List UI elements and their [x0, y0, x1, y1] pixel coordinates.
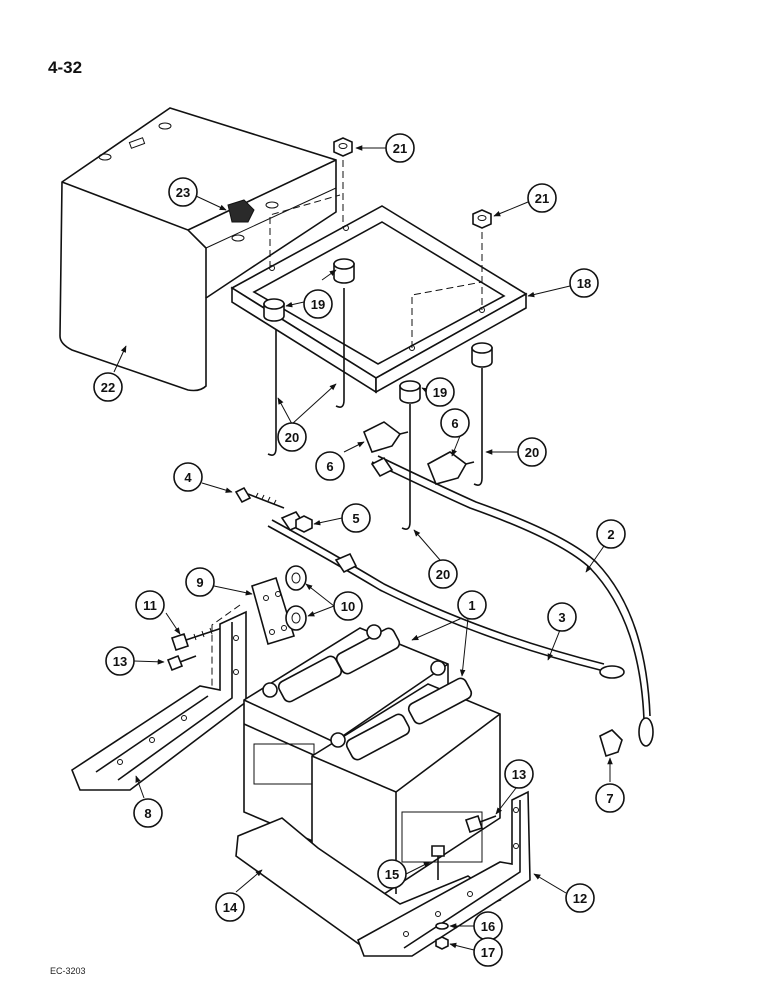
- nut: [472, 209, 492, 229]
- bolt: [166, 654, 197, 672]
- j-bolt: [267, 330, 277, 456]
- svg-text:2: 2: [607, 527, 614, 542]
- callout-16: 16: [473, 911, 503, 941]
- bolt: [234, 486, 285, 509]
- svg-text:8: 8: [144, 806, 151, 821]
- figure-code: EC-3203: [50, 966, 86, 976]
- svg-text:17: 17: [481, 945, 495, 960]
- terminal-connector: [599, 729, 623, 758]
- j-bolt: [401, 404, 411, 530]
- callout-20: 20: [277, 422, 307, 452]
- svg-text:4: 4: [184, 470, 192, 485]
- bolt: [170, 627, 223, 652]
- cover-knob: [227, 199, 255, 223]
- washer: [435, 922, 449, 930]
- svg-text:6: 6: [326, 459, 333, 474]
- callout-10: 10: [333, 591, 363, 621]
- spacer: [333, 258, 355, 284]
- spacer: [285, 565, 307, 591]
- svg-text:3: 3: [558, 610, 565, 625]
- battery-bracket: [71, 610, 247, 791]
- callout-8: 8: [133, 798, 163, 828]
- callout-19: 19: [303, 289, 333, 319]
- svg-text:9: 9: [196, 575, 203, 590]
- callout-6: 6: [315, 451, 345, 481]
- nut: [295, 515, 313, 533]
- spacer: [471, 342, 493, 368]
- callout-2: 2: [596, 519, 626, 549]
- bolt: [431, 845, 445, 880]
- callout-9: 9: [185, 567, 215, 597]
- callout-11: 11: [135, 590, 165, 620]
- svg-text:20: 20: [436, 567, 450, 582]
- svg-text:11: 11: [143, 598, 157, 613]
- battery-cover: [59, 107, 337, 392]
- svg-text:18: 18: [577, 276, 591, 291]
- j-bolt: [335, 288, 345, 408]
- svg-text:13: 13: [113, 654, 127, 669]
- callout-4: 4: [173, 462, 203, 492]
- callout-14: 14: [215, 892, 245, 922]
- bolt: [464, 814, 497, 834]
- svg-text:6: 6: [451, 416, 458, 431]
- callout-21: 21: [527, 183, 557, 213]
- nut: [333, 137, 353, 157]
- svg-text:21: 21: [393, 141, 407, 156]
- callout-22: 22: [93, 372, 123, 402]
- callout-17: 17: [473, 937, 503, 967]
- spacer: [285, 605, 307, 631]
- svg-text:20: 20: [285, 430, 299, 445]
- callout-5: 5: [341, 503, 371, 533]
- callout-19: 19: [425, 377, 455, 407]
- leader-lines: [113, 145, 613, 951]
- battery: [311, 660, 501, 895]
- svg-text:5: 5: [352, 511, 359, 526]
- spacer: [263, 298, 285, 322]
- svg-text:20: 20: [525, 445, 539, 460]
- svg-text:23: 23: [176, 185, 190, 200]
- svg-text:16: 16: [481, 919, 495, 934]
- svg-text:21: 21: [535, 191, 549, 206]
- callout-21: 21: [385, 133, 415, 163]
- j-bolt: [473, 368, 483, 486]
- nut: [435, 936, 449, 950]
- svg-text:7: 7: [606, 791, 613, 806]
- callout-1: 1: [457, 590, 487, 620]
- svg-text:14: 14: [223, 900, 238, 915]
- callout-13: 13: [105, 646, 135, 676]
- svg-text:19: 19: [433, 385, 447, 400]
- battery-cable: [370, 455, 654, 747]
- terminal-cover: [362, 421, 409, 453]
- callout-15: 15: [377, 859, 407, 889]
- callout-20: 20: [517, 437, 547, 467]
- callout-12: 12: [565, 883, 595, 913]
- svg-text:22: 22: [101, 380, 115, 395]
- callout-23: 23: [168, 177, 198, 207]
- callout-13: 13: [504, 759, 534, 789]
- svg-text:1: 1: [468, 598, 475, 613]
- mounting-plate: [251, 576, 296, 646]
- callout-3: 3: [547, 602, 577, 632]
- callout-7: 7: [595, 783, 625, 813]
- svg-text:19: 19: [311, 297, 325, 312]
- svg-text:12: 12: [573, 891, 587, 906]
- spacer: [399, 380, 421, 404]
- callout-20: 20: [428, 559, 458, 589]
- callout-6: 6: [440, 408, 470, 438]
- svg-text:10: 10: [341, 599, 355, 614]
- terminal-cover: [426, 451, 475, 485]
- svg-text:13: 13: [512, 767, 526, 782]
- svg-text:15: 15: [385, 867, 399, 882]
- page-number: 4-32: [48, 58, 83, 77]
- callout-18: 18: [569, 268, 599, 298]
